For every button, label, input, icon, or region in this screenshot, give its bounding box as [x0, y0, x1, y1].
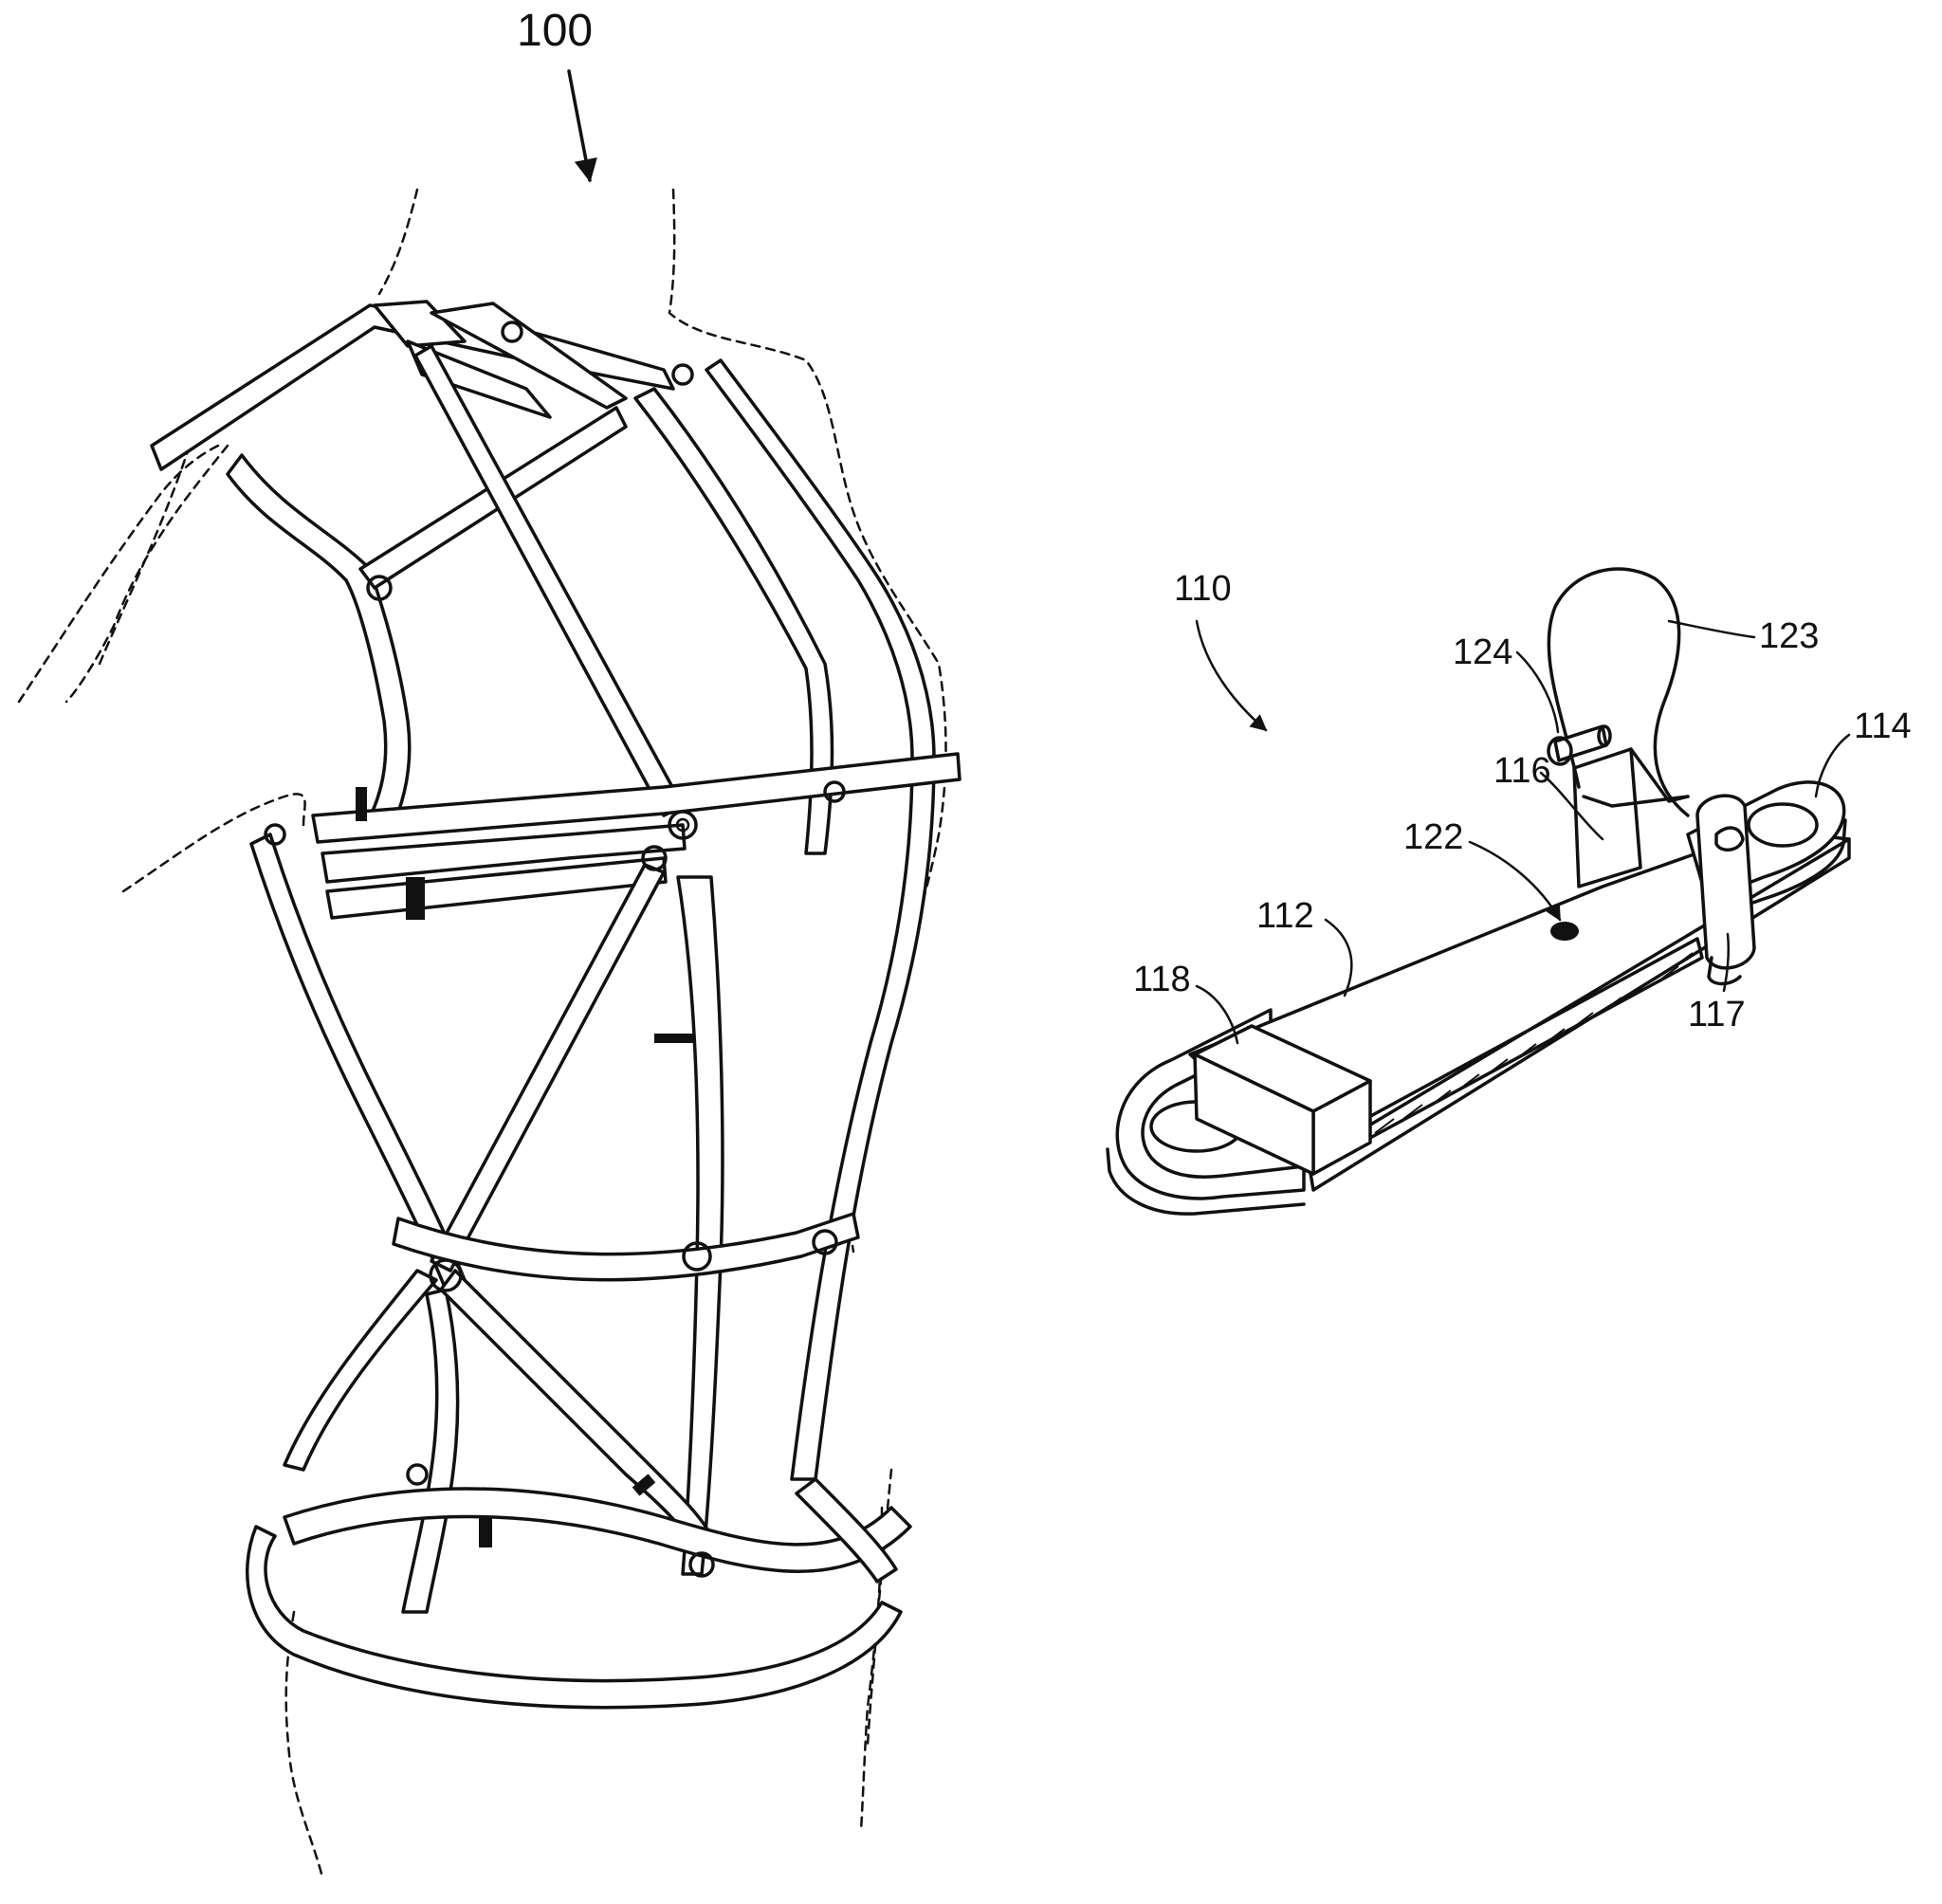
leader-118	[1195, 984, 1239, 1045]
garment-straps	[150, 300, 962, 1710]
leader-123	[1667, 619, 1756, 639]
leader-116	[1539, 771, 1604, 841]
device-figure	[1106, 567, 1851, 1216]
label-123: 123	[1759, 616, 1819, 656]
label-118: 118	[1133, 960, 1191, 999]
leader-114	[1814, 733, 1851, 798]
channel-hatching	[1374, 952, 1694, 1134]
arrow-122	[1468, 840, 1562, 922]
label-122: 122	[1403, 817, 1463, 857]
label-100: 100	[517, 6, 593, 56]
label-117: 117	[1688, 995, 1746, 1034]
leader-117	[1722, 932, 1731, 993]
arrow-110	[1195, 619, 1268, 732]
arrow-100	[567, 69, 597, 183]
garment-figure	[17, 188, 962, 1879]
label-116: 116	[1493, 751, 1551, 791]
label-112: 112	[1256, 896, 1314, 936]
label-114: 114	[1854, 706, 1912, 746]
dot-marker	[1550, 922, 1579, 941]
label-124: 124	[1453, 632, 1512, 672]
leader-112	[1324, 918, 1353, 998]
garment-connectors	[264, 320, 846, 1578]
label-110: 110	[1174, 569, 1232, 609]
leader-124	[1515, 650, 1560, 734]
